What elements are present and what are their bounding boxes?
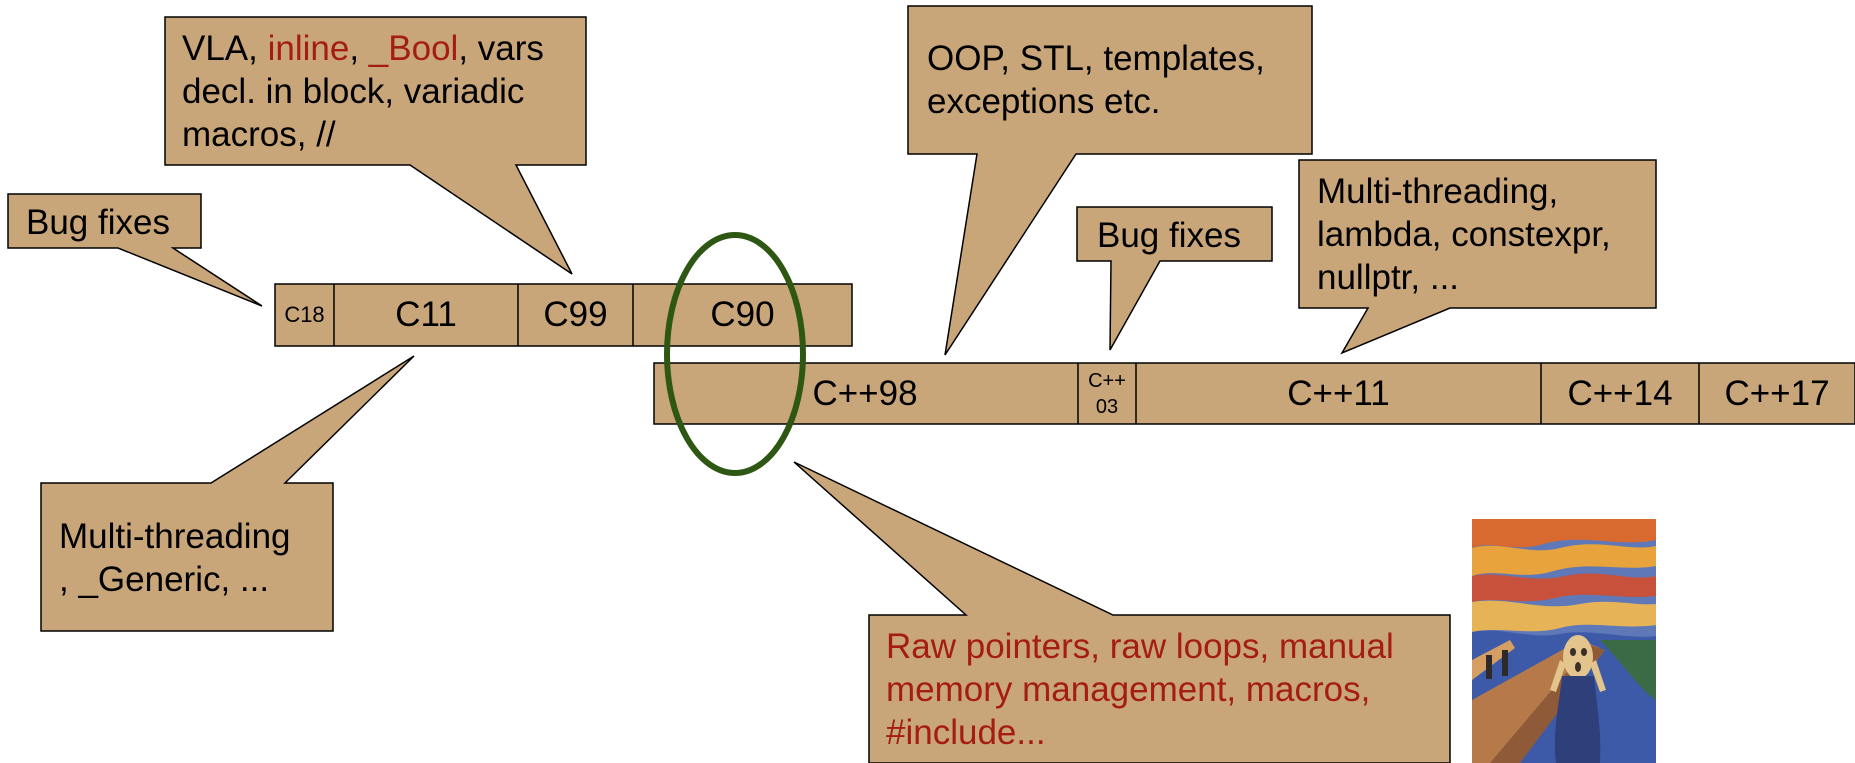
- callout-cpp11-line1: Multi-threading,: [1317, 172, 1559, 211]
- cpp03-label-line2: 03: [1095, 395, 1119, 418]
- cpp03-label-line1: C++: [1088, 369, 1126, 392]
- c-timeline-bar: [274, 283, 853, 347]
- callout-cpp98-line1: OOP, STL, templates,: [927, 39, 1265, 78]
- c11-label: C11: [395, 295, 457, 334]
- callout-c18-text: Bug fixes: [26, 203, 170, 242]
- callout-c99-text: VLA, inline, _Bool, vars decl. in block,…: [182, 27, 544, 156]
- callout-c99-line3: macros, //: [182, 115, 336, 154]
- callout-cpp98-features: [907, 5, 1313, 356]
- callout-legacy-line1: Raw pointers, raw loops, manual: [886, 627, 1394, 666]
- callout-cpp11-line2: lambda, constexpr,: [1317, 215, 1611, 254]
- callout-c99-features: [164, 16, 587, 275]
- c99-label: C99: [543, 295, 608, 334]
- callout-legacy-line3: #include...: [886, 713, 1046, 752]
- callout-legacy-practices: [793, 461, 1451, 763]
- callout-c18-bug-fixes: [7, 193, 263, 307]
- callout-c99-line1: VLA, inline, _Bool, vars: [182, 29, 544, 68]
- callout-cpp03-text: Bug fixes: [1097, 216, 1241, 255]
- callout-c11-features: [40, 355, 415, 632]
- highlight-ellipse: [664, 232, 806, 476]
- cpp11-label: C++11: [1287, 373, 1390, 413]
- callout-legacy-text: Raw pointers, raw loops, manual memory m…: [886, 625, 1394, 754]
- callout-c11-text: Multi-threading , _Generic, ...: [59, 515, 291, 601]
- callout-cpp98-text: OOP, STL, templates, exceptions etc.: [927, 37, 1265, 123]
- callout-cpp11-text: Multi-threading, lambda, constexpr, null…: [1317, 170, 1611, 299]
- callout-c11-line1: Multi-threading: [59, 517, 291, 556]
- cpp03-label: C++ 03: [1078, 363, 1136, 424]
- callout-c99-line2: decl. in block, variadic: [182, 72, 525, 111]
- callout-cpp11-features: [1298, 159, 1657, 355]
- callout-cpp11-line3: nullptr, ...: [1317, 258, 1460, 297]
- cpp17-label: C++17: [1724, 373, 1830, 413]
- callout-cpp03-bug-fixes: [1076, 206, 1273, 351]
- cpp14-label: C++14: [1567, 373, 1673, 413]
- c18-label: C18: [284, 302, 325, 327]
- inline-keyword: inline: [267, 29, 350, 68]
- bool-keyword: _Bool: [368, 29, 459, 68]
- c90-label: C90: [710, 295, 775, 334]
- cpp98-label: C++98: [812, 373, 918, 413]
- callout-legacy-line2: memory management, macros,: [886, 670, 1371, 709]
- callout-cpp98-line2: exceptions etc.: [927, 82, 1161, 121]
- callout-c11-line2: , _Generic, ...: [59, 560, 270, 599]
- the-scream-painting: [1472, 519, 1656, 763]
- cpp-timeline-bar: [653, 362, 1855, 425]
